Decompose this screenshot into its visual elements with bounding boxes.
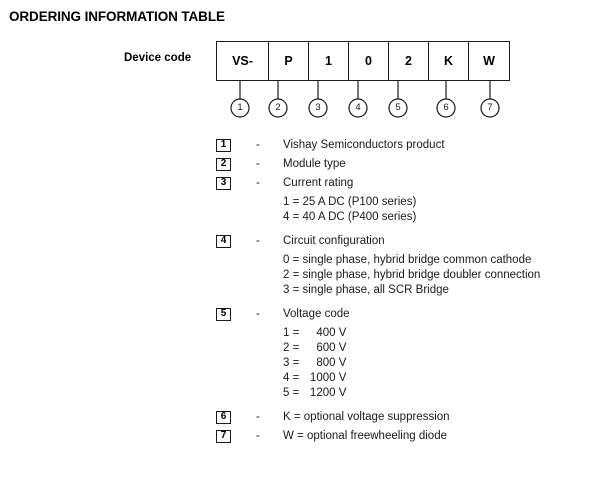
legend-sublines-4: 0 = single phase, hybrid bridge common c… xyxy=(283,253,606,298)
legend-description-3: Current rating xyxy=(283,177,354,189)
voltage-unit: V xyxy=(338,342,347,354)
voltage-key: 5 = xyxy=(283,387,300,399)
voltage-unit: V xyxy=(338,327,347,339)
voltage-key: 4 = xyxy=(283,372,300,384)
legend-spacer xyxy=(216,401,606,410)
voltage-value: 800 xyxy=(316,357,336,369)
device-code-cell-7: W xyxy=(483,54,495,68)
callout-circle-5: 5 xyxy=(395,102,401,113)
voltage-unit: V xyxy=(338,387,347,399)
legend-voltage-row: 3 = 800 V xyxy=(283,356,606,371)
voltage-value: 1200 xyxy=(309,387,336,399)
legend-row-4: 4 - Circuit configuration 0 = single pha… xyxy=(216,234,606,298)
legend-dash-4: - xyxy=(256,235,260,247)
legend-number-box-6: 6 xyxy=(216,411,231,424)
callout-circle-7: 7 xyxy=(487,102,493,113)
voltage-unit: V xyxy=(338,372,347,384)
legend-description-1: Vishay Semiconductors product xyxy=(283,139,445,151)
legend-description-5: Voltage code xyxy=(283,308,350,320)
page-title: ORDERING INFORMATION TABLE xyxy=(9,9,225,24)
legend-number-box-5: 5 xyxy=(216,308,231,321)
voltage-value: 1000 xyxy=(309,372,336,384)
voltage-key: 3 = xyxy=(283,357,300,369)
legend-dash-1: - xyxy=(256,139,260,151)
legend-sublines-3: 1 = 25 A DC (P100 series) 4 = 40 A DC (P… xyxy=(283,195,606,225)
legend-row-5: 5 - Voltage code 1 = 400 V 2 = 600 V 3 =… xyxy=(216,307,606,401)
legend-description-7: W = optional freewheeling diode xyxy=(283,430,447,442)
device-code-table: VS- P 1 0 2 K W xyxy=(216,41,510,81)
device-code-cell-4: 0 xyxy=(349,42,389,80)
legend-row-2: 2 - Module type xyxy=(216,157,606,176)
legend-dash-3: - xyxy=(256,177,260,189)
legend-voltage-row: 5 = 1200 V xyxy=(283,386,606,401)
legend-number-box-4: 4 xyxy=(216,235,231,248)
legend-row-1: 1 - Vishay Semiconductors product xyxy=(216,138,606,157)
legend-number-box-2: 2 xyxy=(216,158,231,171)
device-code-cell-3: 1 xyxy=(309,42,349,80)
legend-description-6: K = optional voltage suppression xyxy=(283,411,450,423)
device-code-cell-5: 2 xyxy=(389,42,429,80)
legend-dash-6: - xyxy=(256,411,260,423)
ordering-legend-list: 1 - Vishay Semiconductors product 2 - Mo… xyxy=(216,138,606,448)
callout-circle-6: 6 xyxy=(443,102,449,113)
callout-circle-1: 1 xyxy=(237,102,243,113)
legend-description-4: Circuit configuration xyxy=(283,235,385,247)
legend-number-box-7: 7 xyxy=(216,430,231,443)
callout-circle-2: 2 xyxy=(275,102,281,113)
legend-row-3: 3 - Current rating 1 = 25 A DC (P100 ser… xyxy=(216,176,606,225)
voltage-key: 2 = xyxy=(283,342,300,354)
legend-voltage-row: 1 = 400 V xyxy=(283,326,606,341)
legend-dash-5: - xyxy=(256,308,260,320)
legend-voltage-list: 1 = 400 V 2 = 600 V 3 = 800 V 4 = 1000 V… xyxy=(283,326,606,401)
device-code-cell-1: VS- xyxy=(217,42,269,80)
legend-row-6: 6 - K = optional voltage suppression xyxy=(216,410,606,429)
legend-description-2: Module type xyxy=(283,158,346,170)
legend-subline: 2 = single phase, hybrid bridge doubler … xyxy=(283,269,541,281)
legend-spacer xyxy=(216,298,606,307)
voltage-unit: V xyxy=(338,357,347,369)
callout-circle-4: 4 xyxy=(355,102,361,113)
legend-number-box-1: 1 xyxy=(216,139,231,152)
legend-dash-2: - xyxy=(256,158,260,170)
legend-subline: 3 = single phase, all SCR Bridge xyxy=(283,284,449,296)
voltage-value: 600 xyxy=(316,342,336,354)
legend-voltage-row: 2 = 600 V xyxy=(283,341,606,356)
voltage-key: 1 = xyxy=(283,327,300,339)
device-code-cell-6: K xyxy=(429,42,469,80)
legend-voltage-row: 4 = 1000 V xyxy=(283,371,606,386)
legend-subline: 1 = 25 A DC (P100 series) xyxy=(283,196,417,208)
legend-row-7: 7 - W = optional freewheeling diode xyxy=(216,429,606,448)
callout-circle-3: 3 xyxy=(315,102,321,113)
legend-spacer xyxy=(216,225,606,234)
device-code-cell-2: P xyxy=(269,42,309,80)
legend-dash-7: - xyxy=(256,430,260,442)
legend-number-box-3: 3 xyxy=(216,177,231,190)
voltage-value: 400 xyxy=(316,327,336,339)
device-code-label: Device code xyxy=(124,52,192,64)
legend-subline: 0 = single phase, hybrid bridge common c… xyxy=(283,254,532,266)
legend-subline: 4 = 40 A DC (P400 series) xyxy=(283,211,417,223)
